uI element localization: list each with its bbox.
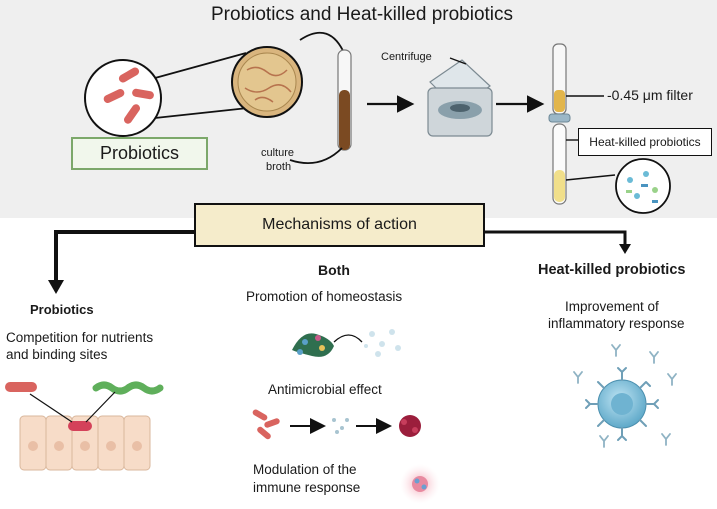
both-heading: Both: [318, 262, 350, 278]
filter-tube-icon: [548, 43, 616, 205]
antimicrobial-sequence-icon: [252, 409, 421, 440]
page-title: Probiotics and Heat-killed probiotics: [211, 4, 514, 25]
immune-cell-antibody-icon: [573, 344, 677, 448]
heat-killed-item-line2: inflammatory response: [548, 316, 685, 331]
epithelial-cells-icon: [5, 381, 164, 471]
both-item-homeostasis: Promotion of homeostasis: [246, 289, 403, 304]
probiotics-item-line2: and binding sites: [6, 347, 108, 362]
both-item-immune-line2: immune response: [253, 480, 361, 495]
petri-dish-icon: [231, 31, 346, 118]
homeostasis-microbes-icon: [292, 329, 401, 357]
heat-killed-heading: Heat-killed probiotics: [538, 262, 686, 278]
mechanism-arrows: [48, 230, 631, 294]
filter-label: -0.45 μm filter: [607, 87, 693, 103]
culture-tube-icon: [289, 49, 352, 164]
centrifuge-label: Centrifuge: [381, 51, 432, 63]
immune-cell-glow-icon: [400, 464, 440, 504]
probiotics-label: Probiotics: [99, 143, 180, 163]
heat-killed-label: Heat-killed probiotics: [589, 135, 701, 149]
both-item-antimicrobial: Antimicrobial effect: [268, 382, 382, 397]
probiotics-item-line1: Competition for nutrients: [6, 330, 154, 345]
mechanisms-title: Mechanisms of action: [262, 216, 417, 233]
heat-killed-label-box: Heat-killed probiotics: [578, 128, 712, 156]
heat-killed-item-line1: Improvement of: [565, 299, 659, 314]
culture-label-line1: culture: [261, 147, 295, 159]
centrifuge-icon: [427, 57, 493, 137]
bacteria-magnifier-icon: [84, 52, 249, 137]
both-item-immune-line1: Modulation of the: [253, 462, 357, 477]
supernatant-magnifier-icon: [615, 158, 671, 214]
probiotics-label-box: Probiotics: [71, 137, 208, 170]
probiotics-heading: Probiotics: [30, 302, 94, 317]
culture-label-line2: broth: [266, 161, 292, 173]
mechanisms-box: Mechanisms of action: [194, 203, 485, 247]
